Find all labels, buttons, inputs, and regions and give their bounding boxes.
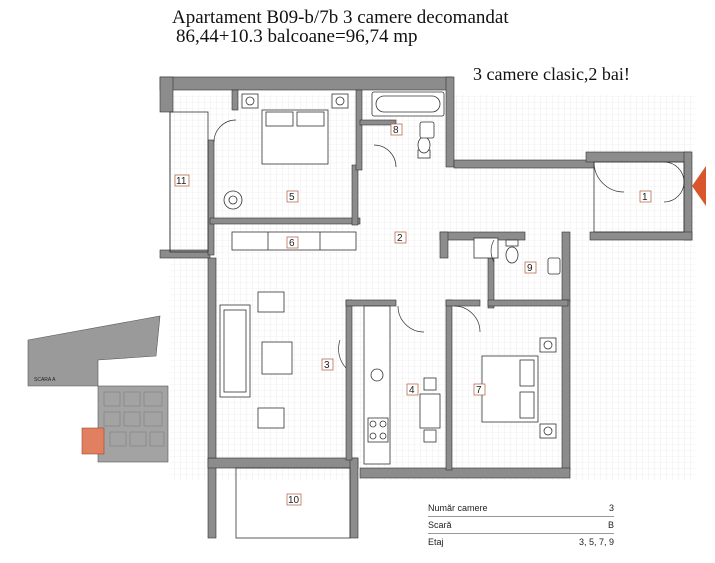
kitchen-counter	[363, 305, 441, 465]
room-11-number: 11	[176, 176, 187, 187]
room-label-9: 9	[524, 261, 537, 274]
info-label: Număr camere	[428, 503, 488, 513]
doors	[213, 119, 685, 369]
sofa	[219, 291, 293, 429]
room-8-number: 8	[393, 125, 399, 136]
bed-7	[481, 337, 557, 439]
info-value: 3	[608, 503, 614, 513]
room-labels: 1 2 3 4 5 6 7 8 9 10 11	[174, 123, 652, 506]
balcony-10	[235, 467, 351, 539]
wc-9	[473, 237, 561, 275]
room-4-number: 4	[409, 385, 415, 396]
info-label: Scară	[428, 520, 452, 530]
room-label-1: 1	[639, 190, 652, 203]
room-label-11: 11	[174, 174, 190, 187]
room-9-number: 9	[527, 263, 533, 274]
room-7-number: 7	[476, 385, 482, 396]
room-1-number: 1	[642, 192, 648, 203]
entry-hall-1	[593, 161, 685, 233]
room-2-number: 2	[397, 233, 403, 244]
keyplan-highlight	[81, 427, 105, 455]
entry-arrow	[692, 166, 706, 206]
keyplan-label: SCARA A	[34, 377, 56, 383]
room-label-3: 3	[321, 358, 334, 371]
room-5-number: 5	[289, 192, 295, 203]
walls	[159, 76, 693, 539]
plan-tagline: 3 camere clasic,2 bai!	[473, 64, 630, 84]
plan-area: 86,44+10.3 balcoane=96,74 mp	[176, 26, 418, 47]
info-value: 3, 5, 7, 9	[578, 537, 614, 547]
key-plan: SCARA A	[27, 315, 169, 463]
info-table: Număr camere 3 Scară B Etaj 3, 5, 7, 9	[428, 500, 614, 550]
info-label: Etaj	[428, 537, 444, 547]
info-row-floor: Etaj 3, 5, 7, 9	[428, 533, 614, 550]
room-label-10: 10	[286, 493, 302, 506]
plant	[223, 190, 243, 210]
room-10-number: 10	[288, 495, 300, 506]
info-row-stair: Scară B	[428, 516, 614, 533]
wc-8	[417, 121, 435, 159]
bathtub	[371, 91, 445, 117]
room-label-6: 6	[286, 236, 299, 249]
room-6-number: 6	[289, 238, 295, 249]
room-3-number: 3	[324, 360, 330, 371]
room-label-2: 2	[394, 231, 407, 244]
balcony-11	[169, 111, 209, 253]
info-row-rooms: Număr camere 3	[428, 500, 614, 516]
room-label-5: 5	[286, 190, 299, 203]
info-value: B	[607, 520, 614, 530]
plan-title: Apartament B09-b/7b 3 camere decomandat	[172, 7, 509, 28]
bed-5	[241, 93, 349, 165]
room-label-8: 8	[390, 123, 403, 136]
room-label-4: 4	[406, 383, 419, 396]
room-label-7: 7	[473, 383, 486, 396]
